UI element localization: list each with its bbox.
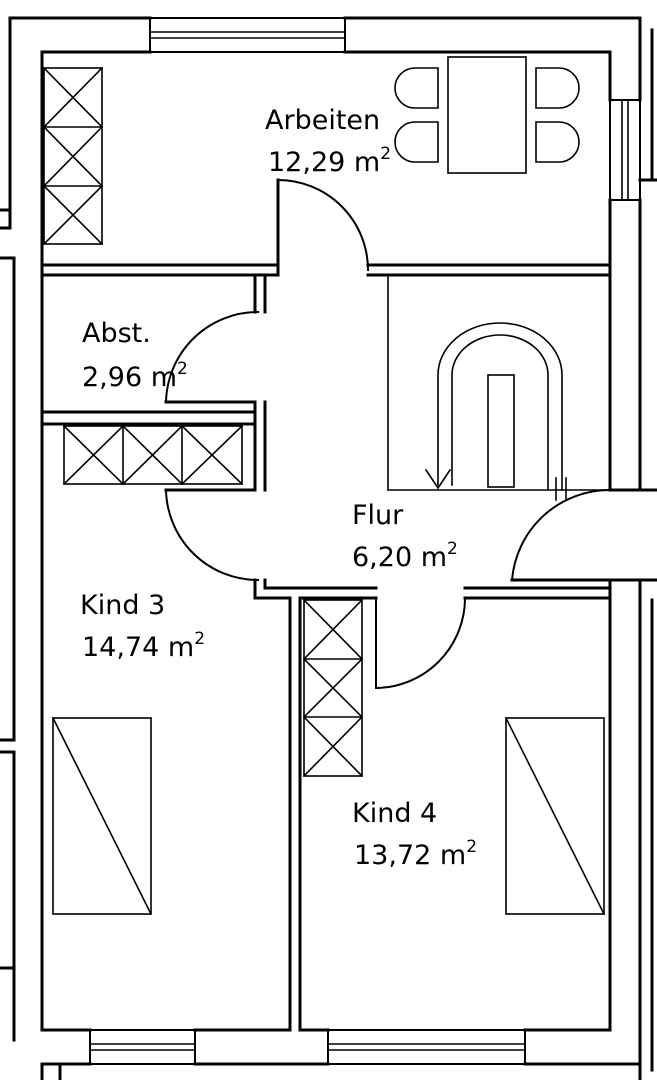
room-area: 14,74 m2 [82, 629, 205, 663]
doors [164, 178, 612, 690]
room-label-flur: Flur 6,20 m2 [352, 500, 458, 573]
room-label-kind3: Kind 3 14,74 m2 [80, 590, 205, 663]
room-label-arbeiten: Arbeiten 12,29 m2 [265, 105, 391, 178]
room-label-kind4: Kind 4 13,72 m2 [352, 798, 477, 871]
wardrobes [42, 66, 364, 778]
desk-with-chairs [394, 56, 580, 174]
room-area: 13,72 m2 [354, 837, 477, 871]
room-area: 12,29 m2 [268, 144, 391, 178]
room-name: Kind 4 [352, 798, 437, 829]
room-area: 6,20 m2 [352, 539, 458, 573]
room-label-abst: Abst. 2,96 m2 [82, 318, 188, 393]
stair [424, 322, 563, 491]
windows [89, 17, 641, 1065]
exterior-walls [0, 16, 657, 1080]
room-area: 2,96 m2 [82, 359, 188, 393]
room-name: Arbeiten [265, 105, 380, 136]
room-name: Flur [352, 500, 404, 531]
room-name: Kind 3 [80, 590, 165, 621]
beds [51, 716, 606, 916]
room-name: Abst. [82, 318, 151, 349]
